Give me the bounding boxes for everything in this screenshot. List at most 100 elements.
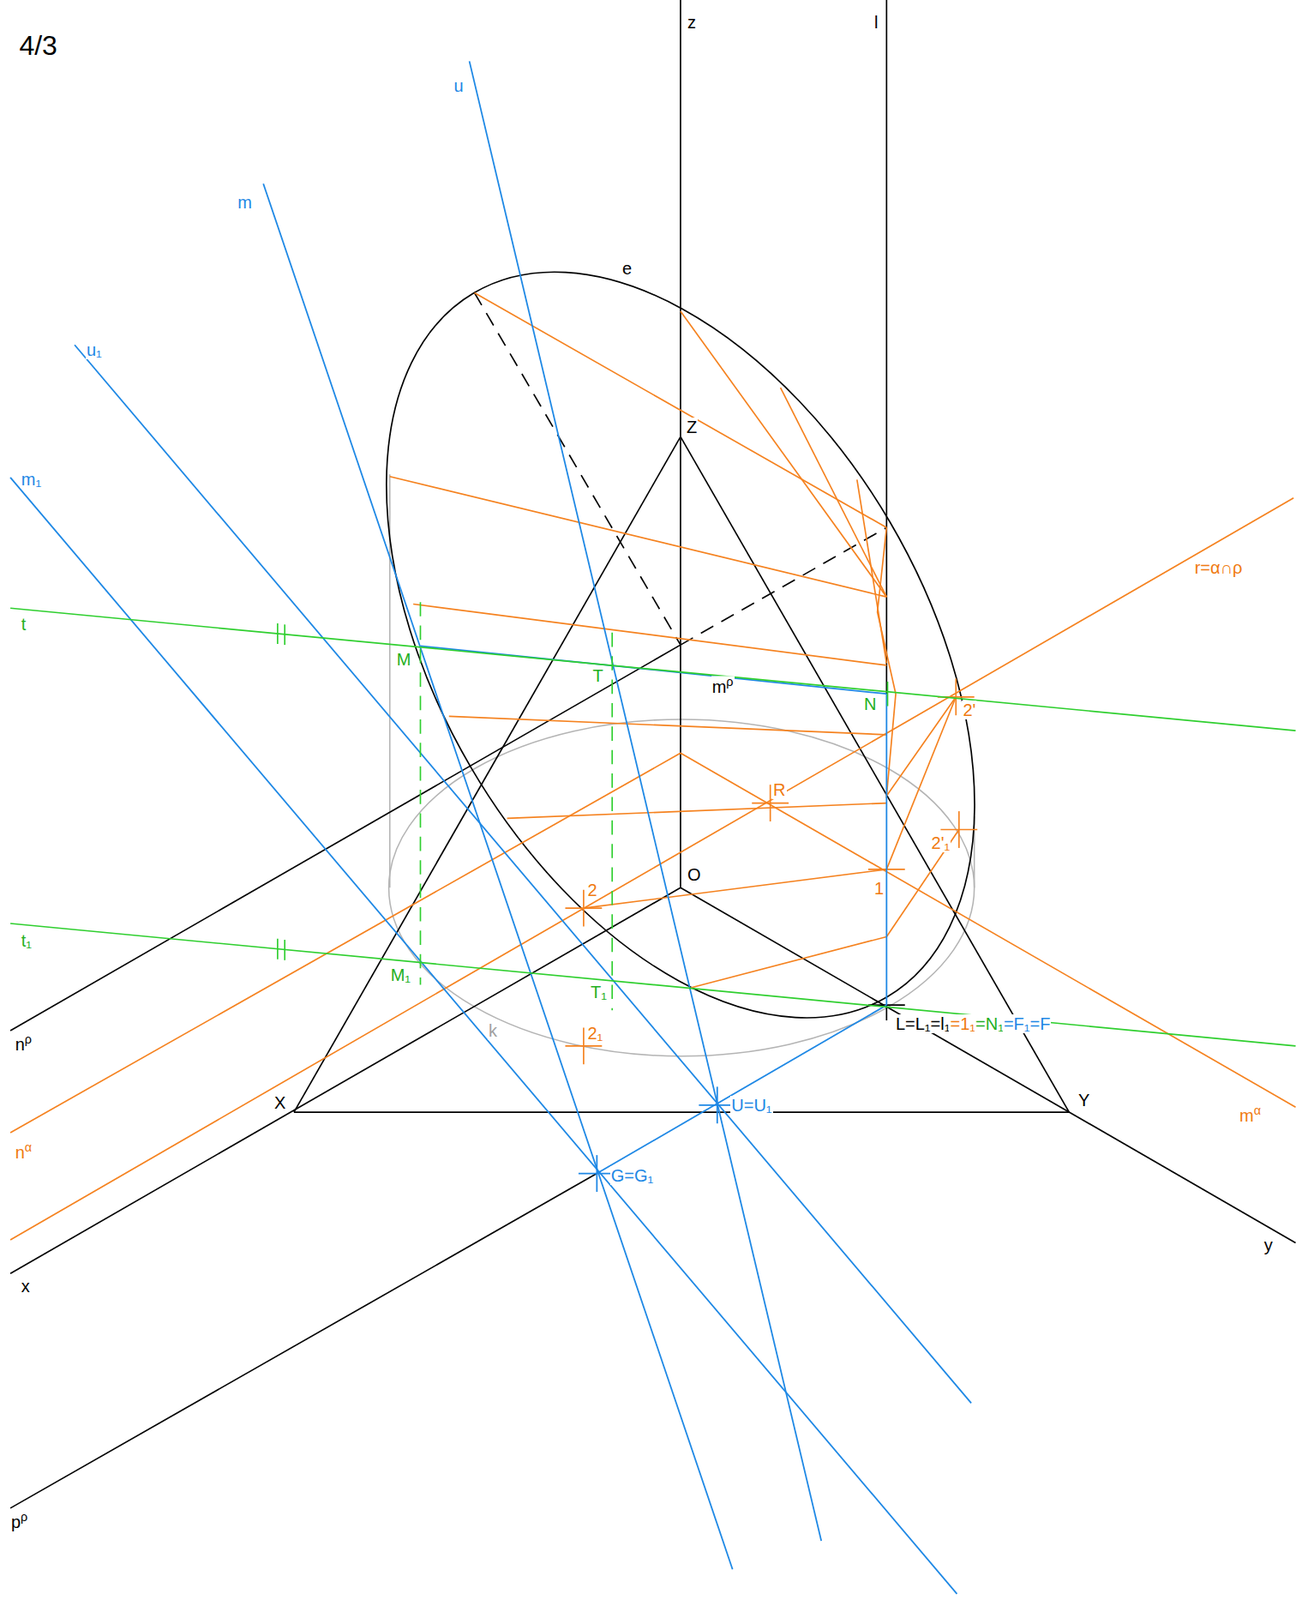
l-line xyxy=(885,0,888,694)
point-label: T₁ xyxy=(589,982,608,1002)
point-label: Z xyxy=(685,417,698,437)
point-label: u xyxy=(453,76,465,96)
point-label: 2'₁ xyxy=(930,833,952,852)
trace-line xyxy=(680,436,1069,1112)
point-label: x xyxy=(20,1276,31,1296)
z-axis xyxy=(679,0,682,888)
orange-construction xyxy=(10,293,1296,1240)
label-superscript: ρ xyxy=(20,1509,28,1524)
point-label: z xyxy=(686,12,697,32)
label-superscript: α xyxy=(1254,1103,1261,1117)
point-cross xyxy=(582,889,585,927)
point-tick xyxy=(887,681,889,707)
curve-polygon xyxy=(877,527,957,796)
axis-dashed xyxy=(474,293,681,646)
parallel-tick xyxy=(283,939,286,960)
t-line xyxy=(10,607,1296,731)
label-superscript: ρ xyxy=(24,1032,32,1046)
point-label: k xyxy=(487,1020,498,1040)
m1-line xyxy=(10,477,957,1594)
trace-line xyxy=(294,436,681,1112)
point-label: R xyxy=(772,780,786,799)
label-superscript: ρ xyxy=(726,674,733,689)
blue-construction xyxy=(10,60,972,1593)
point-label: mρ xyxy=(711,675,735,696)
u-line xyxy=(469,60,822,1541)
point-cross xyxy=(954,678,957,715)
chord xyxy=(390,476,888,597)
chord xyxy=(474,293,888,528)
point-label: X xyxy=(273,1092,287,1112)
n-segment xyxy=(885,693,888,1005)
m-line xyxy=(263,183,732,1569)
p-segment xyxy=(596,1004,887,1173)
point-label: Y xyxy=(1077,1090,1091,1110)
point-label: =N₁ xyxy=(974,1014,1005,1033)
point-cross xyxy=(769,784,772,822)
trace-line xyxy=(294,1110,1069,1113)
point-label: nρ xyxy=(14,1032,33,1053)
point-label: m₁ xyxy=(20,469,42,489)
projection-dashed xyxy=(420,601,422,984)
chord xyxy=(507,803,888,819)
n-alpha-line xyxy=(10,752,681,1133)
parallel-tick xyxy=(283,624,286,645)
parallel-tick xyxy=(276,938,279,960)
r-line xyxy=(10,498,1294,1240)
point-cross xyxy=(595,1154,598,1192)
point-label: 4/3 xyxy=(18,30,58,61)
point-label: 2 xyxy=(586,880,598,900)
label-base: p xyxy=(11,1511,21,1530)
point-label: nα xyxy=(14,1140,33,1161)
point-label: u₁ xyxy=(85,340,103,360)
axes xyxy=(10,0,1296,1508)
point-label: mα xyxy=(1238,1104,1262,1124)
label-base: m xyxy=(1239,1104,1254,1124)
x-axis xyxy=(10,887,681,1273)
point-label: U=U₁ xyxy=(730,1095,773,1115)
point-label: L=L₁=l₁ xyxy=(894,1014,952,1033)
point-cross xyxy=(958,810,960,848)
point-label: T xyxy=(591,666,604,685)
n-rho-line xyxy=(10,644,681,1031)
point-label: y xyxy=(1263,1235,1274,1254)
point-label: 2₁ xyxy=(586,1023,604,1043)
point-label: r=α∩ρ xyxy=(1194,558,1244,577)
label-superscript: α xyxy=(24,1140,32,1154)
point-label: M xyxy=(396,649,413,669)
label-base: m xyxy=(712,676,727,696)
u1-line xyxy=(74,344,972,1403)
point-cross xyxy=(582,1026,585,1064)
m-alpha-line xyxy=(680,752,1296,1107)
point-label: pρ xyxy=(10,1510,29,1530)
point-label: l xyxy=(873,12,879,32)
curve-polygon xyxy=(886,696,956,870)
point-label: t₁ xyxy=(20,930,33,950)
point-label: G=G₁ xyxy=(610,1165,655,1185)
p-rho-line xyxy=(10,1173,597,1508)
label-base: n xyxy=(15,1033,25,1053)
parallel-tick xyxy=(276,623,279,644)
green-construction xyxy=(10,601,1296,1046)
point-label: 1 xyxy=(873,878,885,898)
point-cross xyxy=(716,1086,719,1123)
curve-polygon xyxy=(886,829,959,937)
chord xyxy=(449,715,888,734)
point-label: e xyxy=(621,258,633,278)
point-label: O xyxy=(686,864,702,884)
chord xyxy=(690,936,887,988)
point-label: m xyxy=(236,192,253,212)
point-label: N xyxy=(863,694,877,714)
chord xyxy=(413,604,887,666)
projection-dashed xyxy=(611,632,613,1010)
point-label: =1₁ xyxy=(948,1014,977,1033)
point-label: 2' xyxy=(961,700,977,720)
chord xyxy=(583,869,887,908)
t1-line xyxy=(10,923,1296,1046)
y-axis xyxy=(680,887,1296,1242)
label-base: n xyxy=(15,1141,25,1161)
point-label: M₁ xyxy=(390,965,412,984)
